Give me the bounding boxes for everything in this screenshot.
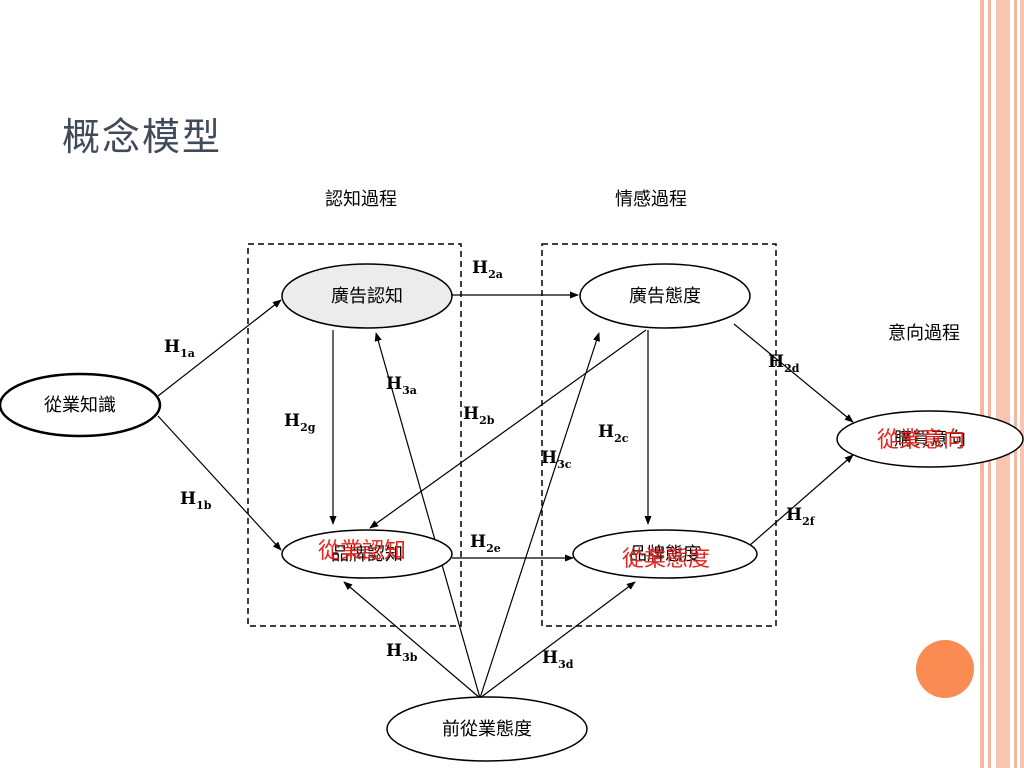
overlay-brand-attitude: 從業態度 bbox=[622, 547, 710, 572]
arrow-h1a bbox=[157, 299, 282, 397]
hypothesis-label-h2c: H2c bbox=[598, 422, 629, 445]
conative-group-label: 意向過程 bbox=[888, 323, 960, 344]
arrow-h2b bbox=[369, 329, 647, 529]
hypothesis-label-h3d: H3d bbox=[542, 648, 574, 671]
node-ad-attitude-label: 廣告態度 bbox=[629, 286, 701, 307]
accent-dot bbox=[916, 640, 974, 698]
cognitive-group-label: 認知過程 bbox=[325, 189, 397, 210]
node-ad-cognition bbox=[281, 263, 453, 329]
arrow-h3a bbox=[374, 332, 481, 699]
affective-group-box bbox=[541, 243, 777, 627]
hypothesis-label-h3a: H3a bbox=[386, 374, 417, 397]
arrow-h3b bbox=[343, 581, 481, 699]
node-employee-knowledge bbox=[0, 372, 162, 438]
cognitive-group-box bbox=[247, 243, 462, 627]
arrow-h2d bbox=[733, 323, 854, 423]
node-brand-cognition bbox=[281, 529, 453, 579]
hypothesis-label-h2a: H2a bbox=[472, 258, 503, 281]
affective-group-label: 情感過程 bbox=[615, 189, 687, 210]
arrow-h2f bbox=[741, 454, 854, 553]
node-purchase-intention bbox=[836, 410, 1024, 468]
node-purchase-intention-label: 購買意向 bbox=[894, 429, 966, 450]
hypothesis-label-h2g: H2g bbox=[284, 411, 316, 434]
decorative-stripes bbox=[976, 0, 1024, 768]
hypothesis-label-h2f: H2f bbox=[786, 505, 816, 528]
slide-title: 概念模型 bbox=[62, 115, 223, 159]
hypothesis-label-h2e: H2e bbox=[470, 532, 501, 555]
hypothesis-label-h2b: H2b bbox=[463, 404, 495, 427]
arrow-h1b bbox=[157, 415, 282, 551]
overlay-brand-cognition: 從業認知 bbox=[318, 539, 406, 564]
node-brand-attitude bbox=[572, 529, 758, 579]
hypothesis-label-h3c: H3c bbox=[541, 448, 572, 471]
node-ad-attitude bbox=[579, 263, 751, 329]
node-pre-employee-attitude-label: 前從業態度 bbox=[442, 719, 532, 740]
arrow-h3d bbox=[479, 581, 636, 699]
node-brand-attitude-label: 品牌態度 bbox=[629, 544, 701, 565]
node-brand-cognition-label: 品牌認知 bbox=[331, 544, 403, 565]
hypothesis-label-h2d: H2d bbox=[768, 352, 800, 375]
hypothesis-label-h1a: H1a bbox=[164, 337, 195, 360]
node-ad-cognition-label: 廣告認知 bbox=[331, 286, 403, 307]
node-pre-employee-attitude bbox=[386, 696, 588, 762]
node-employee-knowledge-label: 從業知識 bbox=[44, 395, 116, 416]
hypothesis-label-h1b: H1b bbox=[180, 489, 212, 512]
arrow-h3c bbox=[479, 332, 600, 699]
overlay-purchase-intention: 從業意向 bbox=[877, 428, 965, 453]
hypothesis-label-h3b: H3b bbox=[386, 641, 418, 664]
